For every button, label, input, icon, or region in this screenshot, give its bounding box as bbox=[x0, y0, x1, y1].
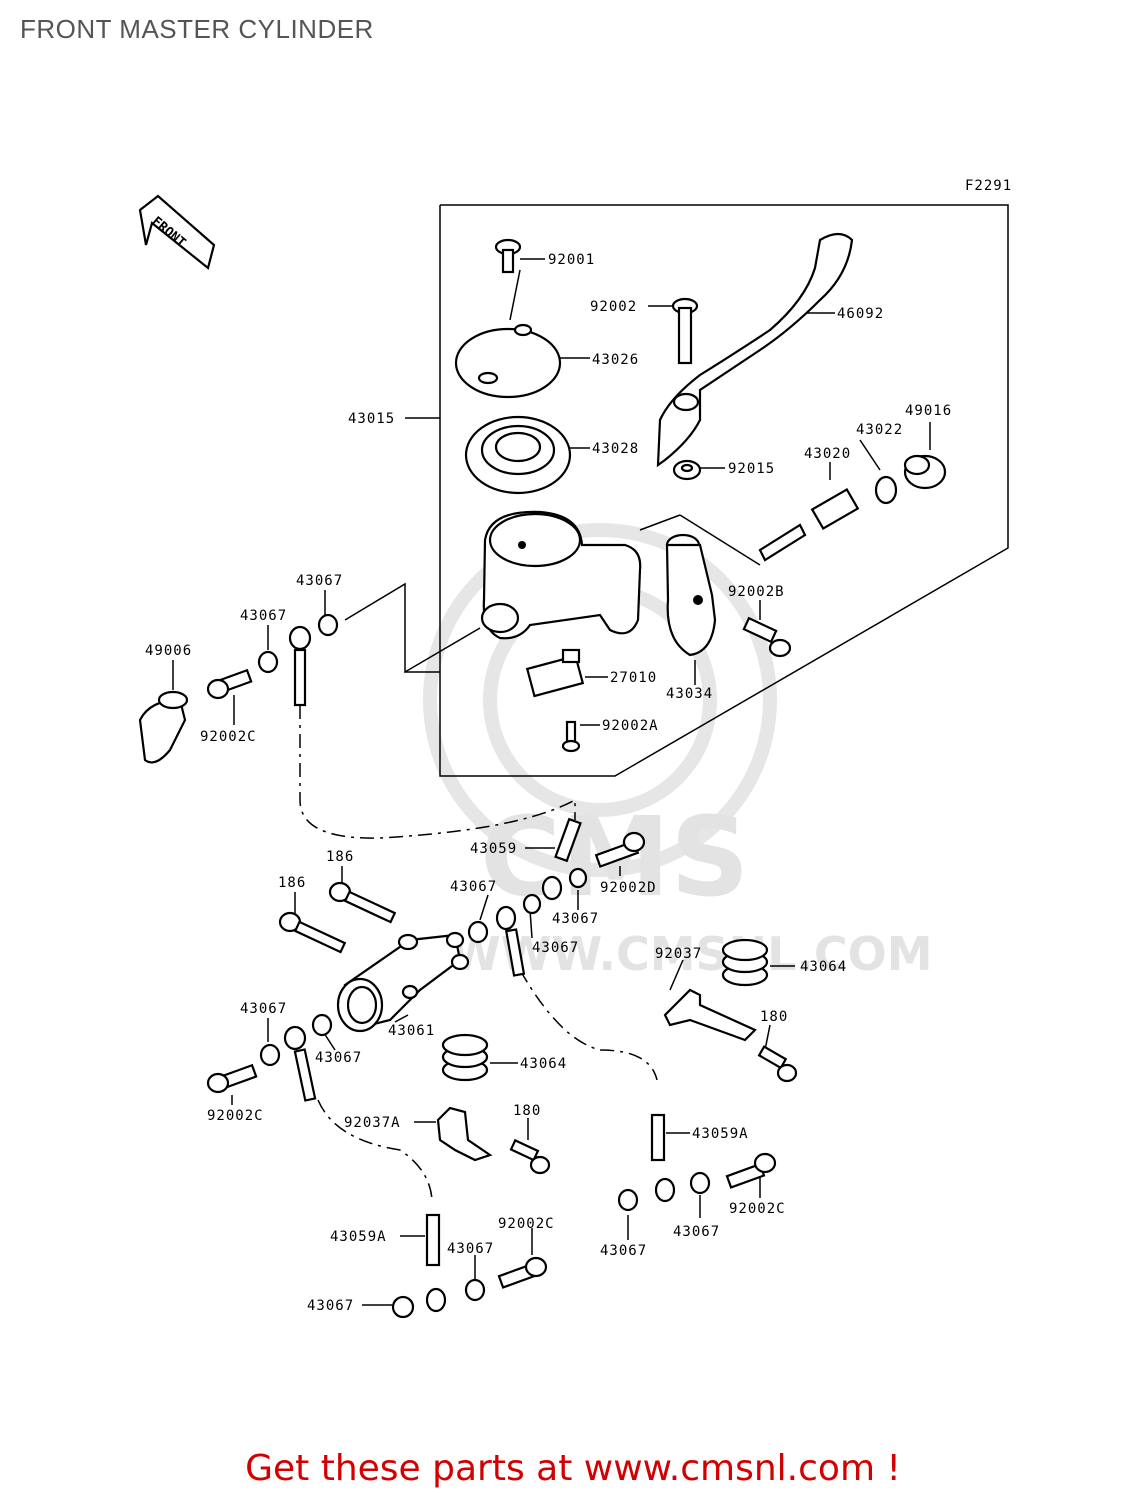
part-label-92002B: 92002B bbox=[728, 584, 785, 600]
part-label-92002: 92002 bbox=[590, 299, 637, 315]
banjo-hose-left bbox=[283, 1025, 317, 1102]
part-label-43067-b: 43067 bbox=[240, 608, 287, 624]
figure-code: F2291 bbox=[965, 178, 1012, 194]
page-title: FRONT MASTER CYLINDER bbox=[20, 14, 374, 44]
washer-43067-g bbox=[311, 1013, 333, 1037]
part-label-43015: 43015 bbox=[348, 411, 395, 427]
hose-routes bbox=[299, 705, 658, 1201]
part-label-43064-a: 43064 bbox=[800, 959, 847, 975]
part-label-92002C-b: 92002C bbox=[207, 1108, 264, 1124]
part-label-43028: 43028 bbox=[592, 441, 639, 457]
washer-43067-a bbox=[317, 613, 339, 637]
watermark-url: WWW.CMSNL.COM bbox=[450, 927, 933, 981]
part-label-186-a: 186 bbox=[326, 849, 354, 865]
washer-43067-j bbox=[464, 1278, 486, 1302]
front-arrow-icon: FRONT bbox=[138, 194, 216, 270]
bolt-186-b bbox=[278, 911, 347, 954]
part-label-186-b: 186 bbox=[278, 875, 306, 891]
bracket-92037 bbox=[663, 988, 757, 1042]
screw-92001 bbox=[494, 238, 522, 274]
bolt-92002C-c bbox=[725, 1152, 777, 1189]
diaphragm-43028 bbox=[464, 415, 572, 495]
part-label-43034: 43034 bbox=[666, 686, 713, 702]
assembly-link-line bbox=[344, 582, 481, 674]
assembly-boundary bbox=[439, 204, 1009, 777]
clamp-43034 bbox=[665, 533, 717, 657]
piston-43020 bbox=[758, 487, 860, 562]
bracket-92037A bbox=[436, 1106, 493, 1162]
part-label-92015: 92015 bbox=[728, 461, 775, 477]
boot-49016 bbox=[903, 454, 947, 490]
washer-43067-b bbox=[257, 650, 279, 674]
bolt-92002C-b bbox=[206, 1063, 258, 1094]
part-label-92037: 92037 bbox=[655, 946, 702, 962]
part-label-43059A-b: 43059A bbox=[330, 1229, 387, 1245]
part-label-43026: 43026 bbox=[592, 352, 639, 368]
part-label-43059A-a: 43059A bbox=[692, 1126, 749, 1142]
nut-92015 bbox=[672, 459, 702, 481]
part-label-49006: 49006 bbox=[145, 643, 192, 659]
part-labels: 92001 92002 46092 43026 43015 43028 9201… bbox=[145, 252, 952, 1314]
part-label-43067-i: 43067 bbox=[600, 1243, 647, 1259]
part-label-43059: 43059 bbox=[470, 841, 517, 857]
banjo-hose-mid bbox=[495, 905, 526, 977]
washer-43067-f bbox=[259, 1043, 281, 1067]
joint-43061 bbox=[336, 931, 470, 1033]
part-label-43022: 43022 bbox=[856, 422, 903, 438]
leader-lines bbox=[172, 258, 931, 1306]
part-label-43067-h: 43067 bbox=[673, 1224, 720, 1240]
part-label-180-b: 180 bbox=[513, 1103, 541, 1119]
banjo-hose-upper bbox=[288, 625, 312, 707]
bolt-180-b bbox=[509, 1138, 551, 1175]
part-label-43020: 43020 bbox=[804, 446, 851, 462]
bolt-92002D bbox=[594, 831, 646, 868]
hose-fitting-43059A-b bbox=[425, 1213, 447, 1313]
hose-fitting-43059 bbox=[522, 817, 588, 915]
bolt-180-a bbox=[757, 1045, 798, 1083]
part-label-92001: 92001 bbox=[548, 252, 595, 268]
part-label-180-a: 180 bbox=[760, 1009, 788, 1025]
part-label-92002D: 92002D bbox=[600, 880, 657, 896]
bolt-92002B bbox=[742, 616, 792, 658]
bolt-92002C-a bbox=[206, 668, 253, 700]
screw-92002A bbox=[561, 720, 581, 753]
part-label-43067-c: 43067 bbox=[450, 879, 497, 895]
switch-27010 bbox=[525, 648, 585, 698]
reservoir-cap-43026 bbox=[454, 323, 562, 399]
washer-43067-h bbox=[617, 1188, 639, 1212]
part-label-43067-e: 43067 bbox=[532, 940, 579, 956]
part-label-92002A: 92002A bbox=[602, 718, 659, 734]
damper-43064-b bbox=[441, 1033, 489, 1082]
brake-lever-46092 bbox=[656, 232, 854, 468]
footer-promo-text[interactable]: Get these parts at www.cmsnl.com ! bbox=[245, 1448, 901, 1489]
part-label-43067-a: 43067 bbox=[296, 573, 343, 589]
part-label-43064-b: 43064 bbox=[520, 1056, 567, 1072]
washer-43067-c bbox=[467, 920, 489, 944]
circlip-43022 bbox=[874, 475, 898, 505]
part-label-43067-d: 43067 bbox=[552, 911, 599, 927]
part-label-92002C-a: 92002C bbox=[200, 729, 257, 745]
bolt-92002 bbox=[671, 297, 699, 365]
part-label-27010: 27010 bbox=[610, 670, 657, 686]
part-label-92037A: 92037A bbox=[344, 1115, 401, 1131]
part-label-43067-j: 43067 bbox=[447, 1241, 494, 1257]
part-label-92002C-d: 92002C bbox=[498, 1216, 555, 1232]
part-label-43067-g: 43067 bbox=[315, 1050, 362, 1066]
part-label-43067-f: 43067 bbox=[240, 1001, 287, 1017]
part-label-92002C-c: 92002C bbox=[729, 1201, 786, 1217]
boot-49006 bbox=[138, 690, 189, 764]
part-label-43067-k: 43067 bbox=[307, 1298, 354, 1314]
part-label-46092: 46092 bbox=[837, 306, 884, 322]
washer-43067-k bbox=[391, 1295, 415, 1319]
bolt-92002C-d bbox=[497, 1256, 548, 1289]
hose-fitting-43059A-a bbox=[650, 1113, 676, 1203]
bolt-186-a bbox=[328, 881, 397, 924]
washer-43067-i bbox=[689, 1171, 711, 1195]
part-label-43061: 43061 bbox=[388, 1023, 435, 1039]
damper-43064-a bbox=[721, 938, 769, 987]
part-label-49016: 49016 bbox=[905, 403, 952, 419]
master-cylinder-body bbox=[480, 510, 642, 640]
